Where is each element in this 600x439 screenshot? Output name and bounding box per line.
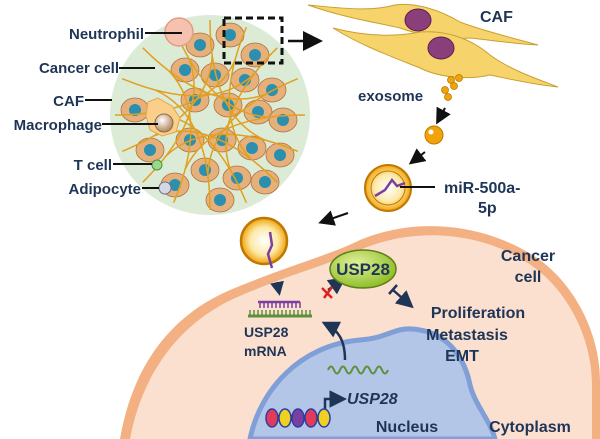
tumor-cell-nucleus	[144, 144, 156, 156]
inhibition-cross-icon	[321, 286, 334, 299]
caf-fiber	[207, 77, 299, 175]
exosome-single	[424, 125, 444, 145]
arrow-to-cell	[318, 210, 349, 226]
outcome-metastasis: Metastasis	[426, 327, 508, 344]
outcome-emt: EMT	[445, 348, 479, 365]
mirna-mrna-duplex	[248, 300, 312, 318]
dna-turn	[265, 408, 279, 428]
dna-helix	[265, 408, 331, 428]
usp28-protein	[329, 249, 397, 289]
caf-fiber	[142, 47, 267, 100]
exosome-highlight	[428, 129, 434, 135]
caf-fiber	[121, 73, 255, 97]
arrow-exosome-down	[436, 106, 451, 125]
label-macrophage: Macrophage	[14, 117, 102, 134]
label-mirna-line2: 5p	[478, 200, 497, 217]
tumor-cell-nucleus	[209, 69, 221, 81]
caf-cells	[307, 3, 559, 88]
tumor-cell-nucleus	[231, 172, 243, 184]
dna-turn	[317, 408, 331, 428]
mirna-strand	[374, 177, 406, 198]
arrow-mirna-to-mrna	[270, 280, 284, 296]
label-cytoplasm: Cytoplasm	[489, 419, 571, 436]
caf-fiber	[209, 19, 265, 141]
label-usp28-mrna-line2: mRNA	[244, 343, 287, 359]
zoom-region-box	[222, 16, 284, 65]
t-cell	[151, 159, 163, 171]
tumor-microenvironment	[110, 15, 310, 215]
fusing-exosome	[239, 216, 289, 269]
caf-nucleus-1	[404, 8, 432, 32]
label-mirna-line1: miR-500a-	[444, 180, 520, 197]
dna-turn	[291, 408, 305, 428]
caf-fiber	[155, 89, 211, 211]
transcription-export-arrow	[321, 321, 347, 361]
label-cancer-cell-main-line1: Cancer	[501, 248, 555, 265]
caf-nucleus-2	[427, 36, 455, 60]
outcome-proliferation: Proliferation	[431, 305, 525, 322]
tumor-cell-nucleus	[179, 64, 191, 76]
caf-fiber	[121, 55, 213, 153]
label-usp28-mrna-line1: USP28	[244, 324, 289, 340]
mrna-transcript	[327, 365, 389, 375]
tumor-cell-nucleus	[246, 142, 258, 154]
tumor-cells	[114, 19, 306, 213]
dna-turn	[278, 408, 292, 428]
label-cancer-cell: Cancer cell	[39, 60, 119, 77]
label-t-cell: T cell	[74, 157, 112, 174]
tumor-cell-nucleus	[274, 149, 286, 161]
promoter-arrow	[323, 390, 347, 410]
tumor-cell-nucleus	[277, 114, 289, 126]
label-caf-top: CAF	[480, 9, 513, 26]
mirna-inserted	[266, 231, 274, 269]
tumor-cell-nucleus	[194, 39, 206, 51]
label-usp28-protein: USP28	[336, 260, 390, 279]
caf-fiber	[168, 70, 192, 204]
label-cancer-cell-main-line2: cell	[515, 269, 542, 286]
tumor-cell-nucleus	[259, 176, 271, 188]
tumor-cell-nucleus	[129, 104, 141, 116]
usp28-promotes-arrow	[388, 284, 414, 309]
tumor-cell-nucleus	[249, 49, 261, 61]
label-nucleus: Nucleus	[376, 419, 438, 436]
label-exosome: exosome	[358, 88, 423, 105]
adipocyte-cell	[158, 181, 172, 195]
arrow-to-mirna-exosome	[408, 148, 427, 165]
tumor-leader-lines	[85, 32, 182, 189]
tumor-cell-nucleus	[169, 179, 181, 191]
caf-fiber	[228, 26, 252, 160]
label-adipocyte: Adipocyte	[68, 181, 141, 198]
tumor-cell-nucleus	[224, 29, 236, 41]
label-caf: CAF	[53, 93, 84, 110]
exosome-vesicles	[441, 74, 463, 101]
dna-turn	[304, 408, 318, 428]
cancer-cell	[120, 226, 600, 439]
tumor-cell-nucleus	[214, 194, 226, 206]
cytoplasm	[130, 235, 592, 439]
caf-fiber	[114, 60, 236, 116]
label-gene-usp28: USP28	[347, 391, 398, 408]
label-neutrophil: Neutrophil	[69, 26, 144, 43]
